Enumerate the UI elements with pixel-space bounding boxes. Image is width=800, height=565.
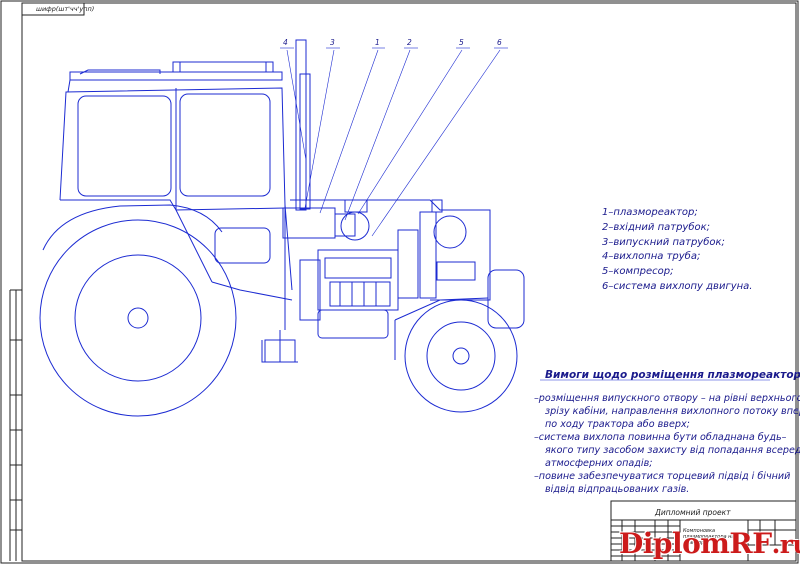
requirement-line: –система вихлопа повинна бути обладнана … (534, 432, 787, 443)
requirements-list: –розміщення випускного отвору – на рівні… (534, 392, 800, 496)
component-legend: 1–плазмореактор; 2–вхідний патрубок; 3–в… (602, 206, 752, 295)
brand-suffix: .ru (771, 530, 800, 559)
inlet-pipe (334, 213, 356, 237)
callout-1: 1 (375, 38, 380, 47)
requirement-line: зрізу кабіни, направлення вихлопного пот… (545, 406, 800, 417)
legend-item: 4–вихлопна труба; (602, 251, 701, 263)
brand-watermark: DiplomRF.ru (619, 527, 800, 560)
left-margin-strip (9, 289, 22, 561)
callout-5: 5 (459, 38, 464, 47)
cab (59, 61, 293, 291)
requirement-line: якого типу засобом захисту від попадання… (545, 445, 800, 456)
requirement-line: –розміщення випускного отвору – на рівні… (534, 393, 800, 404)
rear-wheel-hub (127, 307, 149, 329)
stamp-box (21, 2, 85, 16)
callout-3: 3 (330, 38, 335, 47)
footboard (261, 340, 298, 363)
tractor-drawing (39, 39, 525, 417)
exhaust-pipe (295, 39, 311, 211)
callout-2: 2 (407, 38, 412, 47)
front-wheel-rim (426, 321, 496, 391)
legend-item: 2–вхідний патрубок; (602, 221, 711, 233)
requirement-line: атмосферних опадів; (545, 458, 653, 469)
drawing-frame (21, 2, 797, 562)
title-block-title: Дипломний проект (655, 508, 731, 517)
drawing-stamp: шифр(шт'чч'упп) (36, 5, 95, 13)
legend-item: 1–плазмореактор; (602, 207, 698, 218)
requirements-title: Вимоги щодо розміщення плазмореактора: (545, 369, 800, 381)
front-wheel-outer (404, 299, 518, 413)
engine-block (299, 199, 476, 339)
callout-6: 6 (497, 38, 502, 47)
rear-wheel-rim (74, 254, 202, 382)
brand-main: DiplomRF (619, 527, 772, 560)
rear-wheel-outer (39, 219, 237, 417)
rear-fender (42, 204, 223, 251)
requirement-line: відвід відпрацьованих газів. (545, 484, 690, 495)
legend-item: 6–система вихлопу двигуна. (602, 280, 753, 292)
plasma-reactor (282, 207, 336, 239)
title-block-subtitle: Компоновка плазмореактора на тракторі (683, 528, 735, 546)
callout-4: 4 (283, 38, 288, 47)
requirement-line: по ходу трактора або вверх; (545, 419, 690, 430)
legend-item: 3–випускний патрубок; (602, 236, 725, 248)
chassis (211, 199, 525, 363)
front-wheel-hub (452, 347, 470, 365)
title-block-frame (610, 500, 797, 562)
leader-lines (280, 47, 508, 237)
legend-item: 5–компресор; (602, 266, 674, 278)
requirement-line: –повине забезпечуватися торцевий підвід … (534, 471, 791, 482)
